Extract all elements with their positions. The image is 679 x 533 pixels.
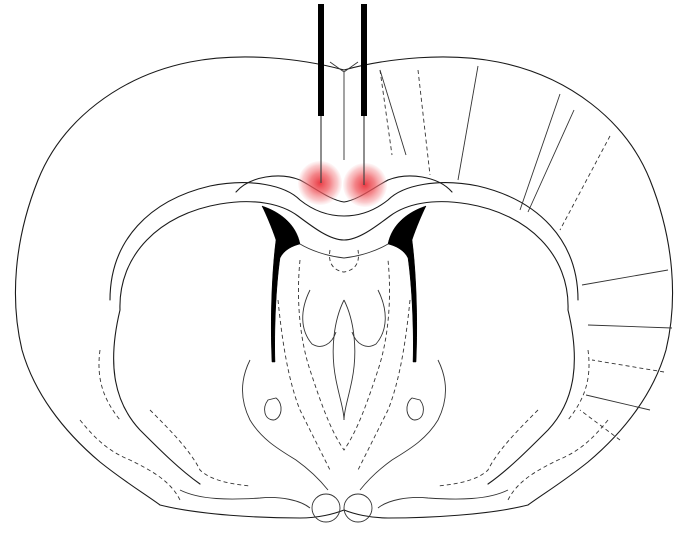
optic-tract-left: [312, 494, 340, 522]
corpus-callosum-lower: [120, 202, 568, 310]
subcortical-dashed-structures: [80, 260, 608, 508]
striatum-right-outline: [488, 310, 574, 484]
corpus-callosum: [110, 183, 578, 300]
cannula-left: [318, 4, 324, 183]
injection-site-left: [298, 161, 342, 205]
septal-nuclei: [330, 250, 359, 272]
cortex-region-lines: [380, 66, 672, 440]
injection-site-right: [343, 163, 387, 207]
lateral-ventricle-right: [388, 206, 426, 362]
optic-tract-right: [344, 494, 372, 522]
cannula-right: [361, 4, 367, 185]
striatum-left-outline: [114, 310, 200, 484]
midline-fissure: [330, 62, 358, 160]
lateral-ventricle-left: [262, 206, 300, 362]
septum: [300, 244, 388, 258]
